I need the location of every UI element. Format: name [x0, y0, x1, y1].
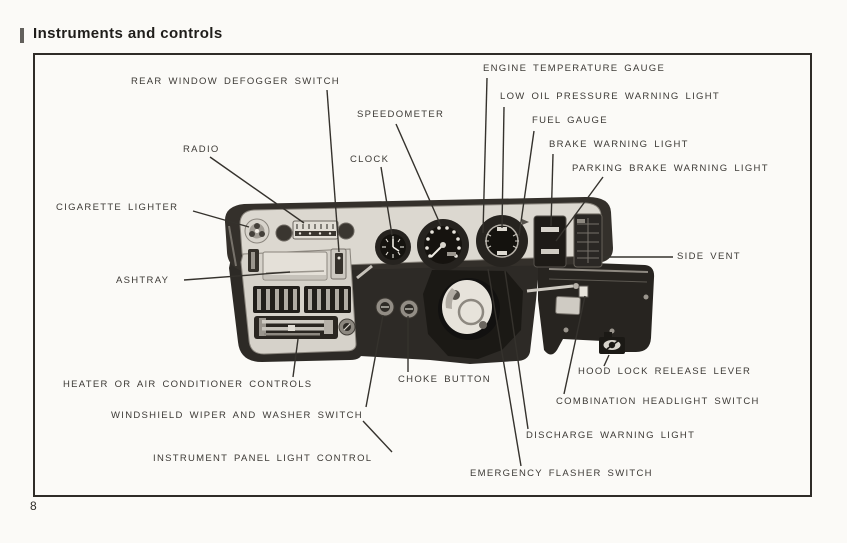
page-title: Instruments and controls: [33, 25, 223, 42]
direction-arrow-marker: [522, 219, 529, 225]
label-discharge-warning-light: DISCHARGE WARNING LIGHT: [526, 430, 696, 441]
label-choke-button: CHOKE BUTTON: [398, 374, 491, 385]
ashtray-unit: [262, 251, 328, 281]
right-panel-groove: [548, 278, 648, 283]
label-brake-warning-light: BRAKE WARNING LIGHT: [549, 139, 689, 150]
label-speedometer: SPEEDOMETER: [357, 109, 445, 120]
heater-vent-grilles: [253, 286, 351, 313]
leader-ashtray: [183, 271, 291, 281]
heater-control-sliders: [254, 316, 338, 339]
label-clock: CLOCK: [350, 154, 390, 165]
leader-rear-window-defogger: [326, 89, 340, 253]
leader-discharge-warning: [504, 270, 529, 430]
figure-frame: [33, 53, 812, 497]
steering-column: [356, 264, 579, 359]
label-radio: RADIO: [183, 144, 220, 155]
leader-emergency-flasher: [487, 268, 522, 467]
hood-lock-lever: [599, 332, 625, 354]
label-ashtray: ASHTRAY: [116, 275, 170, 286]
page-number: 8: [30, 499, 37, 513]
leader-clock: [380, 166, 393, 236]
label-rear-window-defogger-switch: REAR WINDOW DEFOGGER SWITCH: [131, 76, 340, 87]
leader-wiper-switch: [365, 314, 384, 408]
clock-gauge: [375, 229, 411, 265]
label-engine-temperature-gauge: ENGINE TEMPERATURE GAUGE: [483, 63, 666, 74]
label-instrument-panel-light-control: INSTRUMENT PANEL LIGHT CONTROL: [153, 453, 373, 464]
leader-engine-temperature: [482, 77, 488, 234]
headlight-switch: [578, 285, 589, 298]
parking-brake-lamp: [541, 249, 559, 254]
defogger-switch-unit: [330, 248, 347, 280]
label-fuel-gauge: FUEL GAUGE: [532, 115, 608, 126]
side-vent-grille: [573, 213, 603, 268]
slit-vent-slat: [251, 252, 255, 269]
leader-brake-warning: [550, 153, 554, 227]
wiper-stalk: [356, 264, 373, 280]
fuse-box-lid: [555, 295, 581, 316]
panel-light-knob: [338, 318, 356, 336]
discharge-light: [497, 251, 507, 255]
leader-parking-brake: [555, 176, 604, 242]
speedometer-gauge: [417, 219, 469, 271]
label-windshield-wiper-and-washer-switch: WINDSHIELD WIPER AND WASHER SWITCH: [111, 410, 363, 421]
leader-radio: [209, 156, 305, 224]
label-low-oil-pressure-warning-light: LOW OIL PRESSURE WARNING LIGHT: [500, 91, 720, 102]
turn-signal-stalk: [526, 284, 574, 293]
temp-fuel-ticks: [485, 233, 519, 249]
right-panel-trim: [548, 268, 649, 273]
leader-low-oil: [501, 106, 505, 229]
leader-combination-headlight: [563, 295, 586, 395]
leader-panel-light-control: [362, 420, 393, 453]
low-oil-light: [497, 227, 507, 231]
label-parking-brake-warning-light: PARKING BRAKE WARNING LIGHT: [572, 163, 769, 174]
leader-lines: [183, 77, 673, 467]
radio-unit: [275, 220, 355, 242]
label-heater-or-air-conditioner-controls: HEATER OR AIR CONDITIONER CONTROLS: [63, 379, 313, 390]
choke-knob: [399, 299, 419, 319]
label-side-vent: SIDE VENT: [677, 251, 741, 262]
label-emergency-flasher-switch: EMERGENCY FLASHER SWITCH: [470, 468, 653, 479]
wiper-washer-knob: [375, 297, 395, 317]
label-hood-lock-release-lever: HOOD LOCK RELEASE LEVER: [578, 366, 752, 377]
label-combination-headlight-switch: COMBINATION HEADLIGHT SWITCH: [556, 396, 760, 407]
brake-warning-lamp: [541, 227, 559, 232]
leader-heater-controls: [292, 338, 299, 378]
leader-fuel-gauge: [518, 130, 535, 237]
warning-light-panel: [533, 215, 567, 268]
scan-artifact: [20, 28, 24, 43]
dash-left-highlight: [228, 225, 237, 267]
cigarette-lighter-unit: [244, 218, 270, 244]
console-panel: [240, 248, 357, 355]
combo-gauge: [476, 215, 528, 267]
leader-speedometer: [395, 123, 442, 227]
leader-cigarette-lighter: [192, 210, 250, 228]
label-cigarette-lighter: CIGARETTE LIGHTER: [56, 202, 179, 213]
leader-hood-lock: [603, 354, 610, 367]
